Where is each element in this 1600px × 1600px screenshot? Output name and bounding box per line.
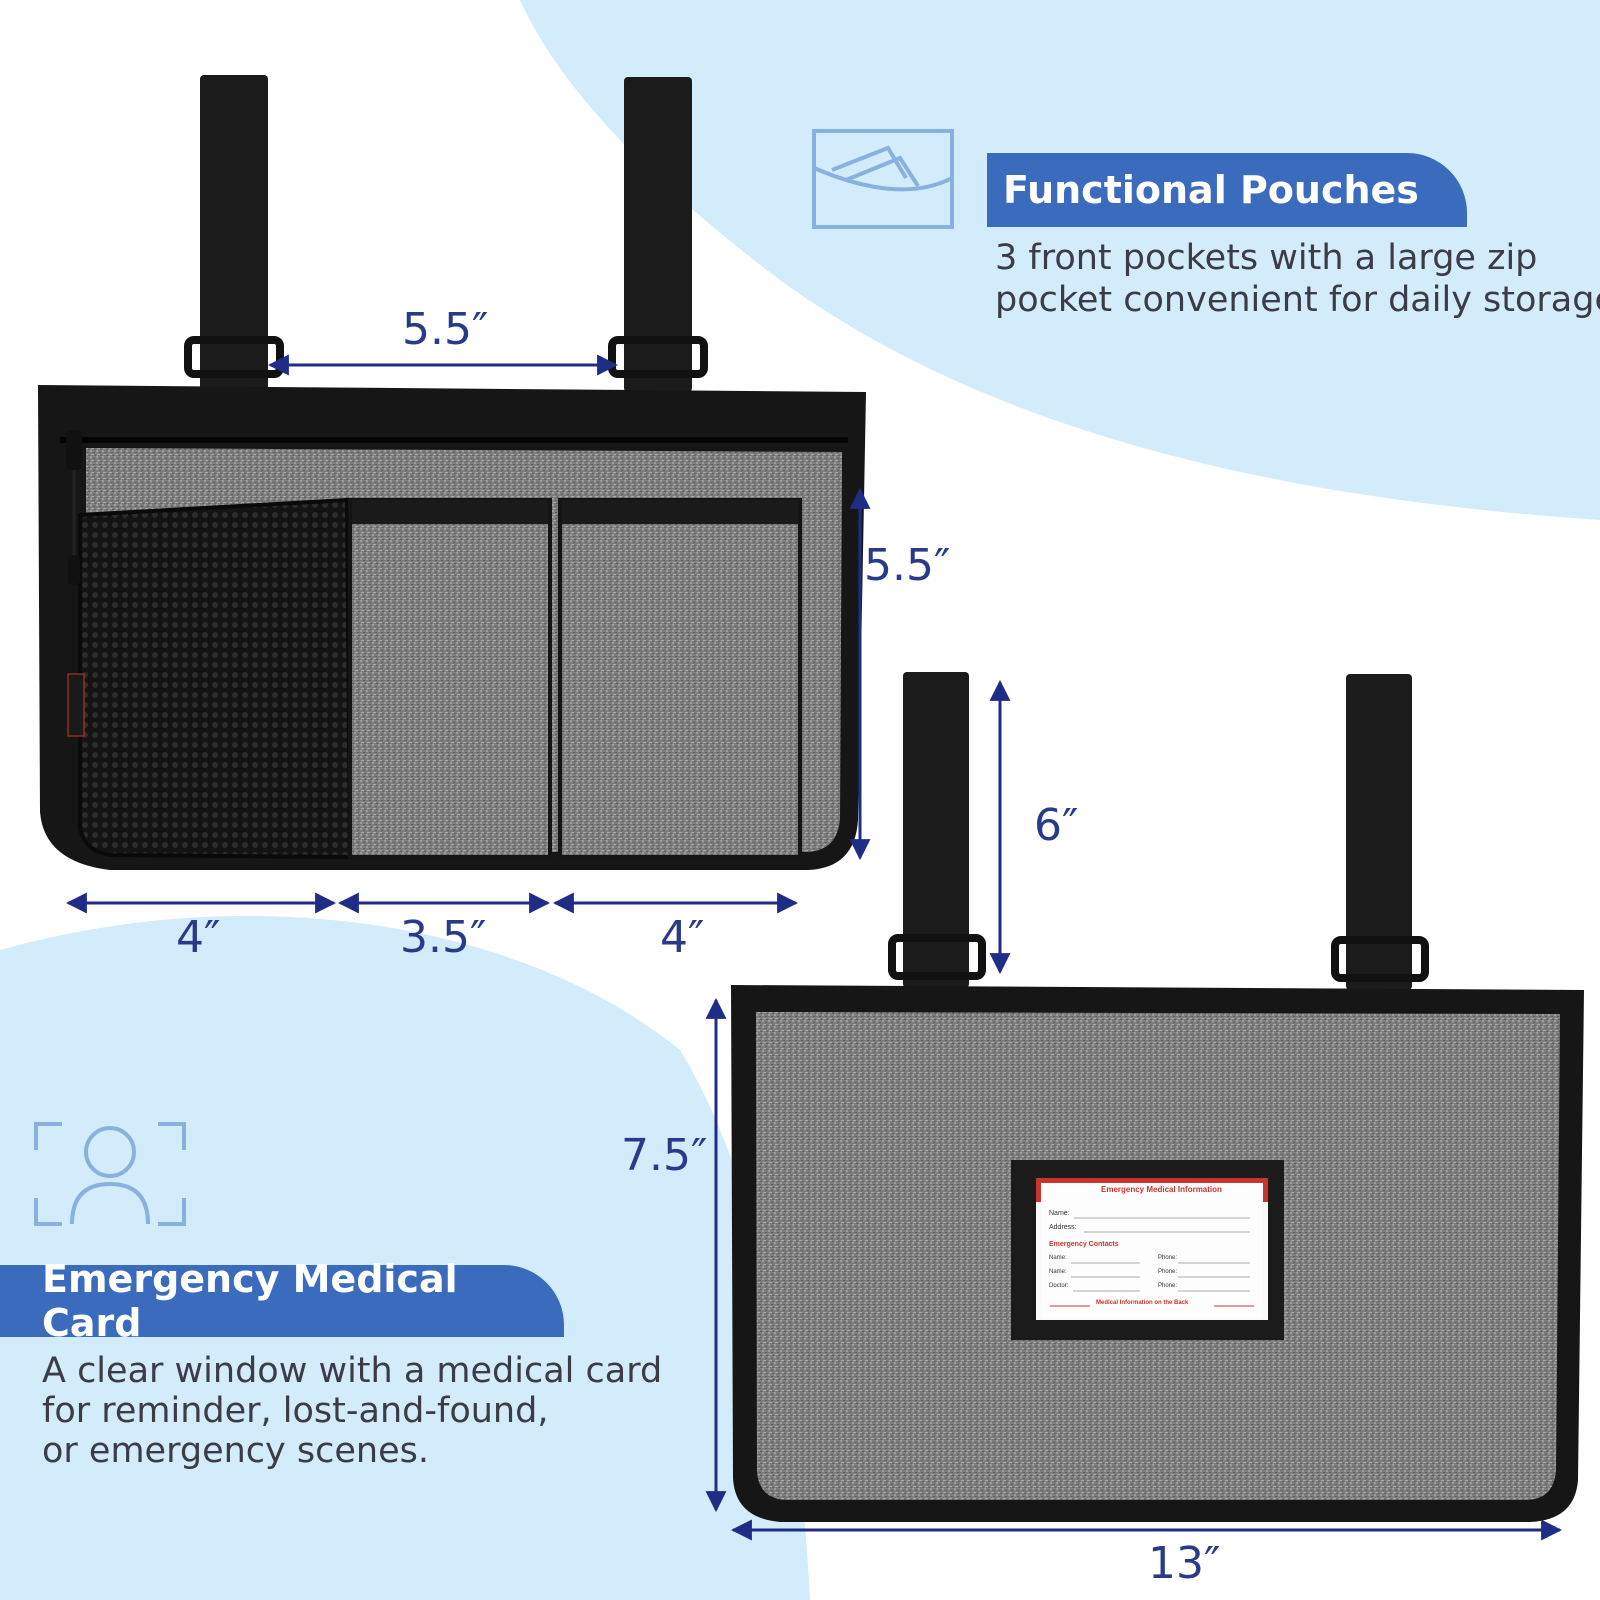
- card-contact-row-2-left: Name:: [1049, 1269, 1067, 1275]
- medical-line-1: A clear window with a medical card: [42, 1351, 663, 1391]
- back-width-label: 13″: [1148, 1538, 1221, 1589]
- card-name-label: Name:: [1049, 1210, 1070, 1217]
- front-bag: [38, 75, 866, 870]
- dimension-arrows: [65, 354, 1563, 1541]
- card-title: Emergency Medical Information: [1101, 1185, 1222, 1194]
- pouches-line-1: 3 front pockets with a large zip: [995, 238, 1538, 278]
- card-footer: Medical Information on the Back: [1096, 1300, 1189, 1306]
- card-contact-row-1-left: Name:: [1049, 1255, 1067, 1261]
- person-frame-icon: [34, 1122, 186, 1226]
- card-contact-row-3-left: Doctor:: [1049, 1283, 1069, 1289]
- bg-shape-top: [520, 0, 1600, 520]
- medical-line-2: for reminder, lost-and-found,: [42, 1391, 549, 1431]
- front-pocket-width-left-label: 4″: [176, 912, 221, 963]
- front-pocket-height-label: 5.5″: [864, 540, 951, 591]
- medical-card: Emergency Medical Information Name: Addr…: [1041, 1183, 1263, 1317]
- functional-pouches-heading: Functional Pouches: [987, 153, 1467, 227]
- card-address-label: Address:: [1049, 1224, 1077, 1231]
- card-contact-row-1-right: Phone:: [1158, 1255, 1178, 1261]
- back-strap-left: [903, 672, 969, 988]
- front-strap-gap-label: 5.5″: [402, 304, 489, 355]
- functional-pouches-description: 3 front pockets with a large zip pocket …: [995, 237, 1600, 321]
- medical-line-3: or emergency scenes.: [42, 1431, 429, 1471]
- medical-card-heading: Emergency Medical Card: [0, 1257, 564, 1345]
- pouches-line-2: pocket convenient for daily storage.: [995, 280, 1600, 320]
- front-strap-left: [200, 75, 268, 390]
- card-contact-row-3-right: Phone:: [1158, 1283, 1178, 1289]
- back-height-label: 7.5″: [621, 1130, 708, 1181]
- front-pocket-width-right-label: 4″: [660, 912, 705, 963]
- front-strap-right: [624, 77, 692, 392]
- card-contact-row-2-right: Phone:: [1158, 1269, 1178, 1275]
- card-contacts-title: Emergency Contacts: [1049, 1241, 1119, 1248]
- bg-shape-bottom: [0, 915, 810, 1600]
- pocket-icon: [812, 129, 954, 229]
- medical-card-description: A clear window with a medical card for r…: [42, 1351, 662, 1471]
- front-pocket-width-middle-label: 3.5″: [400, 912, 487, 963]
- back-bag: [731, 672, 1584, 1522]
- back-strap-right: [1346, 674, 1412, 990]
- back-strap-length-label: 6″: [1034, 800, 1079, 851]
